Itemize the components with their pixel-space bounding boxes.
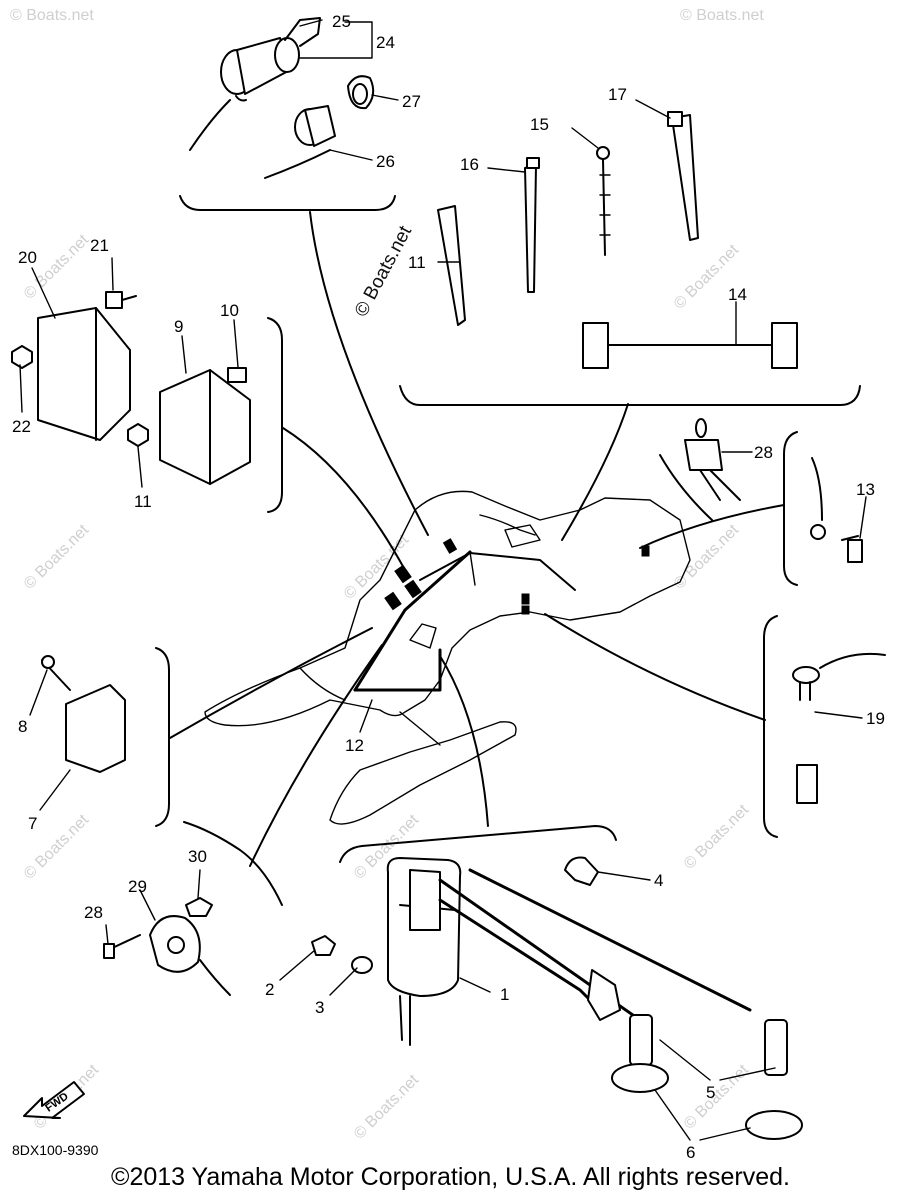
callout-16: 16 bbox=[460, 155, 479, 174]
choke-knob bbox=[264, 75, 375, 179]
callout-11: 11 bbox=[134, 492, 152, 511]
fwd-arrow-icon: FWD bbox=[23, 1081, 85, 1119]
group-brackets bbox=[155, 195, 861, 906]
throttle-sensor bbox=[103, 897, 231, 996]
callout-27: 28 bbox=[754, 443, 773, 462]
callout-2: 2 bbox=[265, 980, 274, 999]
callout-15: 15 bbox=[530, 115, 549, 134]
callout-21: 21 bbox=[90, 236, 109, 255]
ignition-coil bbox=[311, 856, 803, 1140]
callout-25: 26 bbox=[376, 152, 395, 171]
diagram-code: 8DX100-9390 bbox=[12, 1142, 99, 1158]
callout-13: 13 bbox=[856, 480, 875, 499]
callout-22: 22 bbox=[12, 417, 31, 436]
callout-28: 29 bbox=[128, 877, 147, 896]
key-switch bbox=[189, 17, 321, 151]
callout-11-top: 11 bbox=[408, 253, 426, 272]
watermark: © Boats.net bbox=[351, 222, 417, 320]
relay bbox=[41, 655, 126, 773]
callout-14: 14 bbox=[728, 285, 747, 304]
callout-24: 25 bbox=[332, 12, 351, 31]
callout-23: 24 bbox=[376, 33, 395, 52]
callout-17: 17 bbox=[608, 85, 627, 104]
callout-29: 28 bbox=[84, 903, 103, 922]
watermark: © Boats.net bbox=[21, 521, 93, 593]
callout-19: 19 bbox=[866, 709, 885, 728]
cdi-unit bbox=[11, 291, 137, 441]
leader-lines bbox=[19, 19, 867, 1141]
rectifier bbox=[127, 367, 251, 485]
watermark: © Boats.net bbox=[681, 1061, 753, 1133]
connector-lines bbox=[169, 211, 785, 867]
callout-1: 1 bbox=[500, 985, 509, 1004]
ground-bolt bbox=[810, 457, 863, 563]
temperature-sensor bbox=[792, 652, 886, 804]
watermark: © Boats.net bbox=[680, 7, 764, 24]
callout-10: 10 bbox=[220, 301, 239, 320]
chassis bbox=[204, 490, 691, 825]
toggle-switch bbox=[684, 418, 741, 501]
callout-12: 12 bbox=[345, 736, 364, 755]
watermark: © Boats.net bbox=[10, 7, 94, 24]
callout-26: 27 bbox=[402, 92, 421, 111]
callout-20: 20 bbox=[18, 248, 37, 267]
harness-ties bbox=[437, 111, 798, 369]
callout-3: 3 bbox=[315, 998, 324, 1017]
callout-5: 5 bbox=[706, 1083, 715, 1102]
callout-9: 9 bbox=[174, 317, 183, 336]
callout-4: 4 bbox=[654, 871, 663, 890]
callout-6: 6 bbox=[686, 1143, 695, 1162]
watermark: © Boats.net bbox=[681, 801, 753, 873]
callout-7: 7 bbox=[28, 814, 37, 833]
callout-30: 30 bbox=[188, 847, 207, 866]
watermark: © Boats.net bbox=[351, 1071, 423, 1143]
copyright-notice: ©2013 Yamaha Motor Corporation, U.S.A. A… bbox=[111, 1163, 790, 1191]
callout-8: 8 bbox=[18, 717, 27, 736]
callouts: 25 24 27 26 17 15 16 11 14 20 21 22 9 10… bbox=[12, 12, 885, 1162]
